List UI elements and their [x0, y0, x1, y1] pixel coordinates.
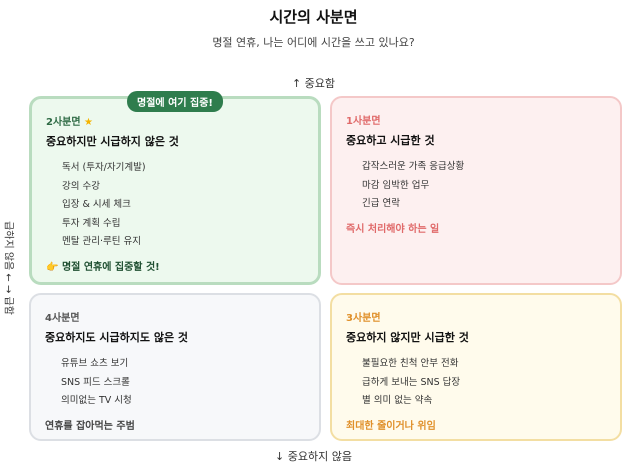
quadrant-note: 👉 명절 연휴에 집중할 것! — [46, 258, 304, 273]
quadrant-item-list: 유튜브 쇼츠 보기 SNS 피드 스크롤 의미없는 TV 시청 — [45, 355, 305, 411]
quadrant-4: 4사분면 중요하지도 시급하지도 않은 것 유튜브 쇼츠 보기 SNS 피드 스… — [29, 293, 321, 441]
list-item: 불필요한 친척 안부 전화 — [362, 358, 459, 369]
axis-left-label: 급하지 않음 ← → 급함 — [2, 221, 14, 315]
quadrant-title: 중요하고 시급한 것 — [346, 134, 435, 147]
axis-top-label: ↑ 중요함 — [291, 77, 336, 90]
list-item: 입장 & 시세 체크 — [62, 199, 131, 210]
quadrant-label-text: 2사분면 — [46, 117, 81, 128]
quadrant-title: 중요하지만 시급하지 않은 것 — [46, 135, 179, 148]
list-item: 급하게 보내는 SNS 답장 — [362, 376, 461, 388]
list-item: 마감 임박한 업무 — [362, 179, 430, 191]
pointing-hand-icon: 👉 — [46, 261, 59, 273]
list-item: 별 의미 없는 약속 — [362, 395, 433, 406]
quadrant-note: 최대한 줄이거나 위임 — [346, 420, 436, 432]
focus-badge: 명절에 여기 집중! — [127, 91, 223, 112]
list-item: SNS 피드 스크롤 — [61, 376, 130, 388]
quadrant-label: 3사분면 — [346, 313, 381, 324]
list-item: 유튜브 쇼츠 보기 — [61, 358, 129, 369]
quadrant-note: 연휴를 잡아먹는 주범 — [45, 420, 135, 432]
quadrant-label: 4사분면 — [45, 313, 80, 324]
quadrant-2: 명절에 여기 집중! 2사분면 ★ 중요하지만 시급하지 않은 것 독서 (투자… — [29, 91, 321, 285]
star-icon: ★ — [84, 117, 94, 128]
axis-bottom-label: ↓ 중요하지 않음 — [275, 450, 352, 463]
quadrant-label: 2사분면 ★ — [46, 113, 304, 128]
list-item: 투자 계획 수립 — [62, 217, 121, 229]
quadrant-1: 1사분면 중요하고 시급한 것 갑작스러운 가족 응급상황 마감 임박한 업무 … — [330, 96, 622, 285]
list-item: 독서 (투자/자기계발) — [62, 162, 146, 173]
page-title: 시간의 사분면 — [269, 8, 358, 26]
quadrant-label: 1사분면 — [346, 116, 381, 127]
list-item: 의미없는 TV 시청 — [61, 395, 132, 406]
quadrant-note-text: 명절 연휴에 집중할 것! — [61, 261, 160, 273]
list-item: 갑작스러운 가족 응급상황 — [362, 161, 465, 172]
quadrant-note: 즉시 처리해야 하는 일 — [346, 223, 440, 235]
quadrant-3: 3사분면 중요하지 않지만 시급한 것 불필요한 친척 안부 전화 급하게 보내… — [330, 293, 622, 441]
quadrant-item-list: 불필요한 친척 안부 전화 급하게 보내는 SNS 답장 별 의미 없는 약속 — [346, 355, 606, 411]
list-item: 강의 수강 — [62, 180, 100, 192]
list-item: 긴급 연락 — [362, 198, 400, 209]
list-item: 멘탈 관리·루틴 유지 — [62, 236, 141, 247]
page-subtitle: 명절 연휴, 나는 어디에 시간을 쓰고 있나요? — [212, 36, 415, 49]
quadrant-item-list: 독서 (투자/자기계발) 강의 수강 입장 & 시세 체크 투자 계획 수립 멘… — [46, 159, 304, 252]
quadrant-title: 중요하지도 시급하지도 않은 것 — [45, 331, 189, 344]
quadrant-item-list: 갑작스러운 가족 응급상황 마감 임박한 업무 긴급 연락 — [346, 158, 606, 214]
quadrant-title: 중요하지 않지만 시급한 것 — [346, 331, 469, 344]
